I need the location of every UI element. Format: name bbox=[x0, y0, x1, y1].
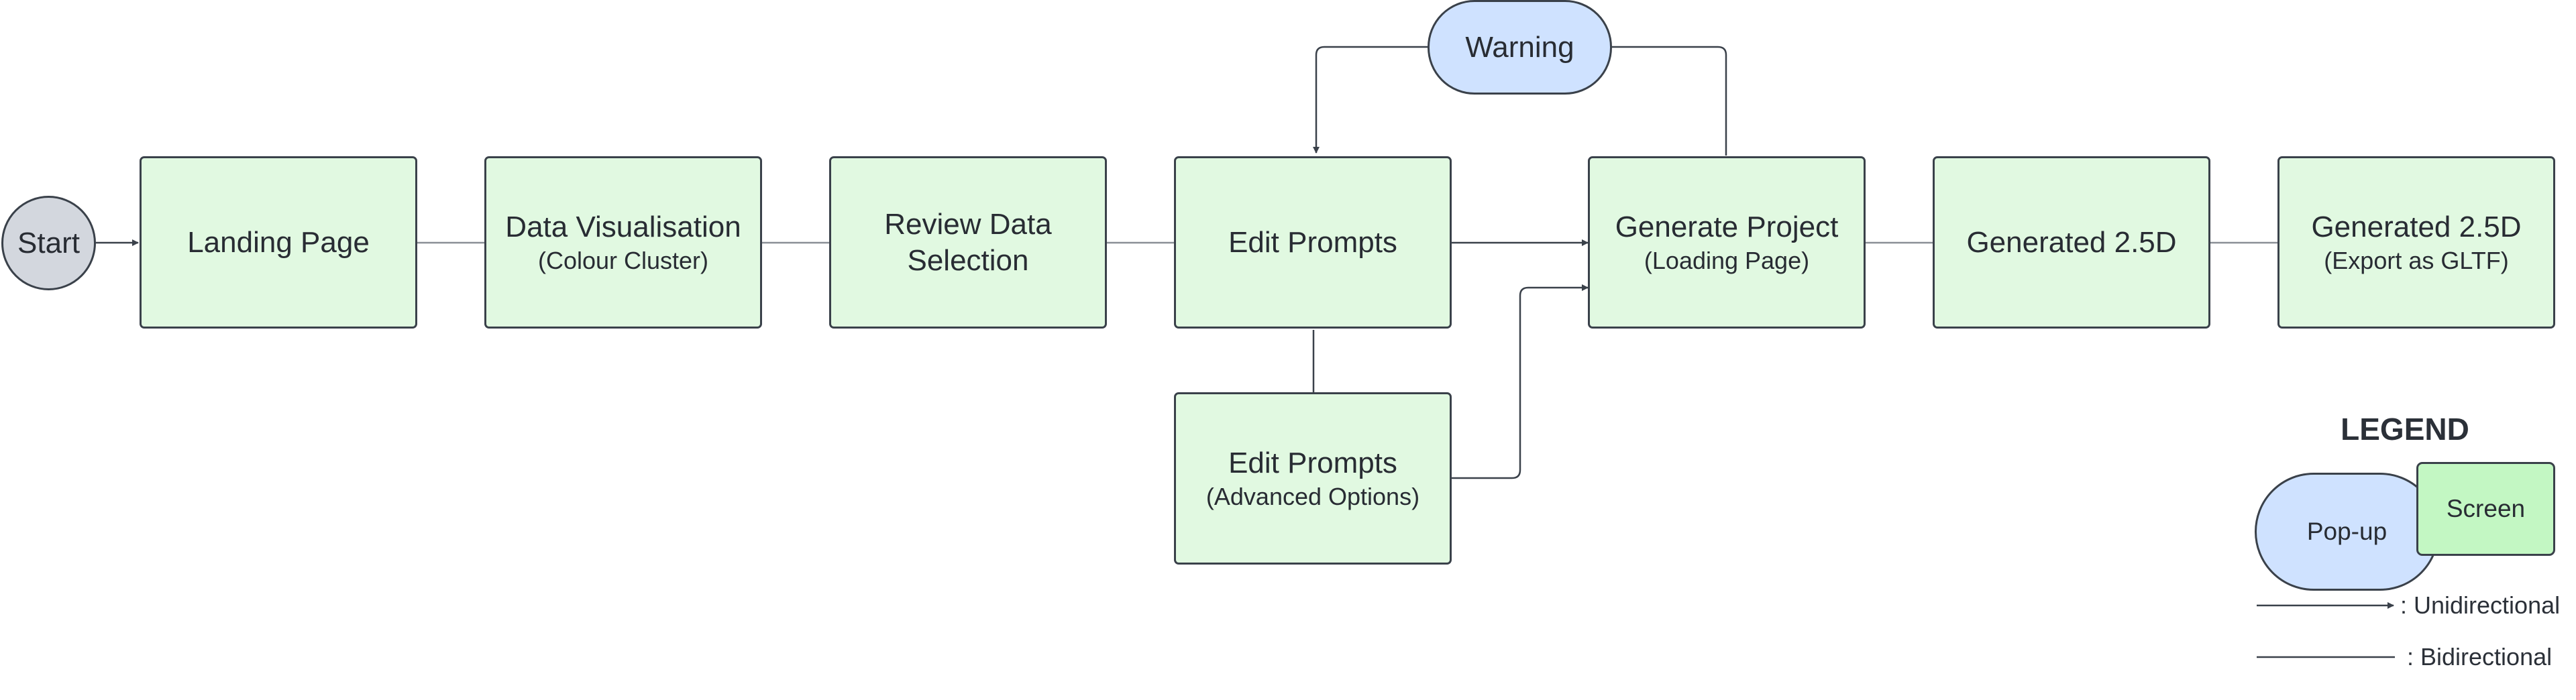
review-data-selection-node: Review Data Selection bbox=[829, 156, 1107, 329]
edit-prompts-advanced-subtitle: (Advanced Options) bbox=[1205, 482, 1420, 510]
landing-page-label: Landing Page bbox=[187, 225, 370, 259]
legend-bidirectional-label: : Bidirectional bbox=[2407, 643, 2553, 670]
edit-prompts-advanced-title: Edit Prompts bbox=[1228, 446, 1397, 479]
legend-popup-swatch: Pop-up bbox=[2255, 473, 2439, 591]
legend-screen-swatch: Screen bbox=[2416, 462, 2555, 556]
review-data-line2: Selection bbox=[907, 243, 1029, 277]
legend-popup-label: Pop-up bbox=[2306, 518, 2387, 545]
data-visualisation-node: Data Visualisation (Colour Cluster) bbox=[484, 156, 762, 329]
warning-label: Warning bbox=[1465, 30, 1574, 64]
generate-project-title: Generate Project bbox=[1615, 210, 1839, 243]
edit-prompts-advanced-node: Edit Prompts (Advanced Options) bbox=[1174, 392, 1452, 565]
generated-25d-export-node: Generated 2.5D (Export as GLTF) bbox=[2277, 156, 2555, 329]
legend-title: LEGEND bbox=[2341, 412, 2469, 447]
generated-25d-export-subtitle: (Export as GLTF) bbox=[2324, 246, 2509, 274]
start-node: Start bbox=[1, 196, 96, 290]
edit-prompts-label: Edit Prompts bbox=[1228, 225, 1397, 259]
generate-project-subtitle: (Loading Page) bbox=[1644, 246, 1810, 274]
edit-prompts-node: Edit Prompts bbox=[1174, 156, 1452, 329]
legend-unidirectional-label: : Unidirectional bbox=[2400, 591, 2561, 619]
edge-advanced-to-generate bbox=[1452, 284, 1589, 479]
edge-warning-to-editprompts bbox=[1313, 46, 1428, 154]
generated-25d-node: Generated 2.5D bbox=[1933, 156, 2210, 329]
data-visualisation-subtitle: (Colour Cluster) bbox=[537, 246, 709, 274]
generated-25d-export-title: Generated 2.5D bbox=[2311, 210, 2522, 243]
data-visualisation-title: Data Visualisation bbox=[505, 210, 741, 243]
landing-page-node: Landing Page bbox=[140, 156, 417, 329]
edge-generate-to-warning bbox=[1611, 46, 1727, 156]
generate-project-node: Generate Project (Loading Page) bbox=[1588, 156, 1866, 329]
legend-screen-label: Screen bbox=[2446, 495, 2526, 522]
start-label: Start bbox=[17, 226, 80, 259]
generated-25d-label: Generated 2.5D bbox=[1966, 225, 2177, 259]
warning-popup-node: Warning bbox=[1428, 0, 1612, 95]
review-data-line1: Review Data bbox=[884, 207, 1052, 241]
